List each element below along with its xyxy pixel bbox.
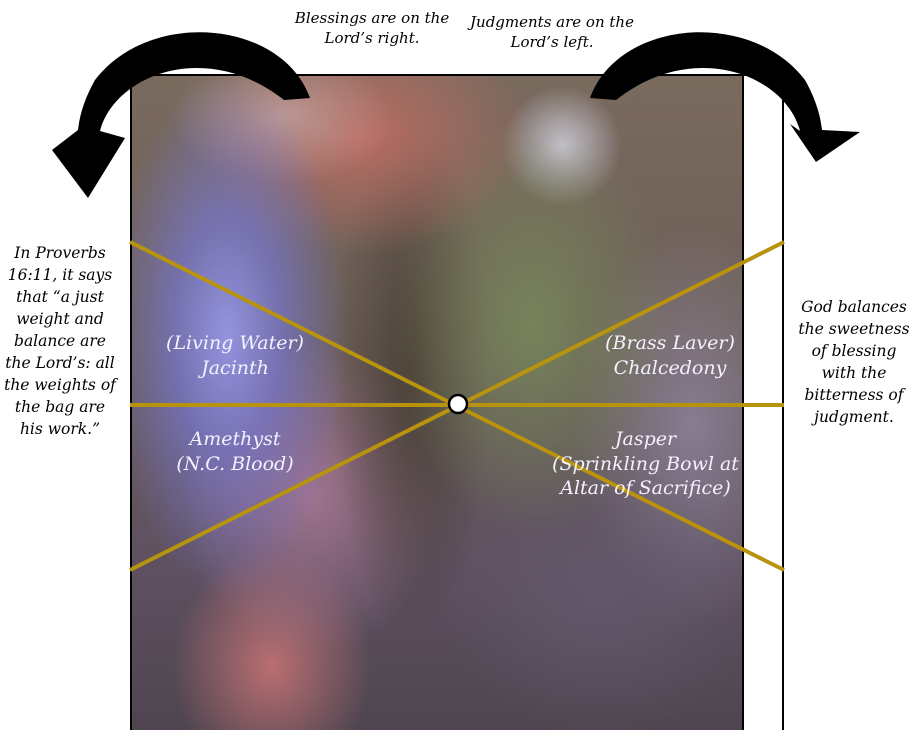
label-jasper-line3: Altar of Sacrifice) bbox=[548, 476, 743, 501]
label-jasper-line2: (Sprinkling Bowl at bbox=[548, 452, 743, 477]
caption-judgments: Judgments are on the Lord’s left. bbox=[462, 12, 642, 53]
label-jacinth-line2: Jacinth bbox=[150, 356, 320, 381]
caption-god-balances: God balances the sweetness of blessing w… bbox=[793, 296, 915, 428]
caption-blessings: Blessings are on the Lord’s right. bbox=[282, 8, 462, 49]
caption-proverbs: In Proverbs 16:11, it says that “a just … bbox=[2, 242, 118, 440]
pivot-circle-icon bbox=[449, 395, 467, 413]
label-jacinth-line1: (Living Water) bbox=[150, 331, 320, 356]
label-amethyst-line1: Amethyst bbox=[150, 427, 320, 452]
label-chalcedony: (Brass Laver) Chalcedony bbox=[585, 331, 755, 380]
label-jasper: Jasper (Sprinkling Bowl at Altar of Sacr… bbox=[548, 427, 743, 501]
curved-arrow-left-icon bbox=[52, 32, 310, 198]
label-jacinth: (Living Water) Jacinth bbox=[150, 331, 320, 380]
label-chalcedony-line2: Chalcedony bbox=[585, 356, 755, 381]
label-chalcedony-line1: (Brass Laver) bbox=[585, 331, 755, 356]
label-amethyst: Amethyst (N.C. Blood) bbox=[150, 427, 320, 476]
label-jasper-line1: Jasper bbox=[548, 427, 743, 452]
label-amethyst-line2: (N.C. Blood) bbox=[150, 452, 320, 477]
